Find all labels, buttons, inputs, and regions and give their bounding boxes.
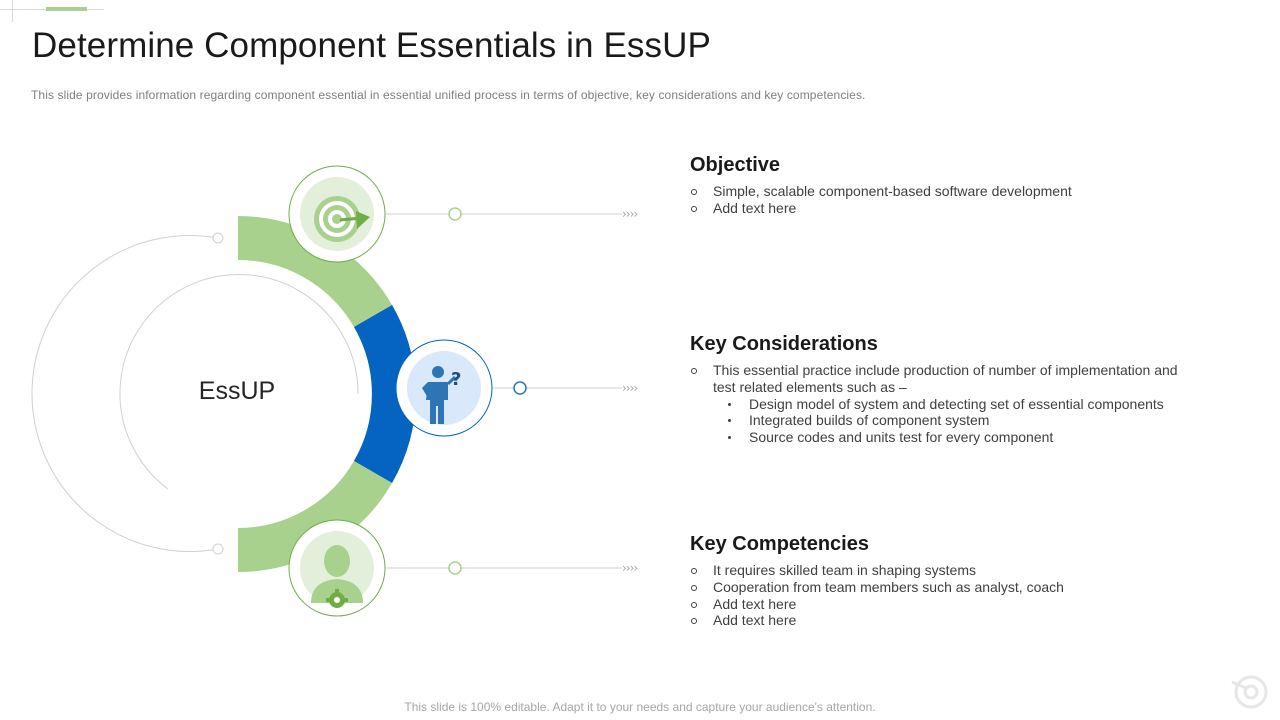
key-competencies-heading: Key Competencies [690,533,869,555]
ring-segment-objective [237,216,393,328]
objective-list: Simple, scalable component-based softwar… [690,183,1210,217]
list-item: This essential practice include producti… [690,362,1183,396]
slide-footer: This slide is 100% editable. Adapt it to… [404,700,876,714]
list-item: Cooperation from team members such as an… [690,579,1210,596]
list-item: Simple, scalable component-based softwar… [690,183,1210,200]
outer-thin-arc [31,235,219,552]
target-dart-icon [288,165,386,263]
connector-dot-objective [448,207,462,221]
key-competencies-section: Key Competencies It requires skilled tea… [690,533,1210,629]
list-item: Add text here [690,200,1210,217]
person-question-icon: ? [395,339,493,437]
sub-list-item: Integrated builds of component system [690,412,1210,429]
svg-text:?: ? [451,369,461,390]
connector-arrows-competencies: ›››› [622,561,637,575]
list-item: Add text here [690,596,1210,613]
sub-list-item: Design model of system and detecting set… [690,396,1210,413]
key-considerations-list: This essential practice include producti… [690,362,1210,396]
objective-section: Objective Simple, scalable component-bas… [690,154,1210,217]
corner-accent-bar [46,7,87,11]
watermark-logo-icon [1231,675,1268,709]
person-gear-icon [288,519,386,617]
connector-arrows-considerations: ›››› [622,381,637,395]
essup-center-label: EssUP [198,377,276,405]
slide-subtitle: This slide provides information regardin… [31,88,866,102]
connector-dot-considerations [513,381,527,395]
outer-arc-dot-bottom [212,543,224,555]
list-item: It requires skilled team in shaping syst… [690,562,1210,579]
outer-arc-dot-top [212,232,224,244]
key-considerations-section: Key Considerations This essential practi… [690,333,1210,446]
slide-title: Determine Component Essentials in EssUP [32,26,711,65]
connector-dot-competencies [448,561,462,575]
objective-heading: Objective [690,154,781,176]
ring-segment-considerations [353,305,416,483]
key-competencies-list: It requires skilled team in shaping syst… [690,562,1210,629]
sub-list-item: Source codes and units test for every co… [690,429,1210,446]
inner-thin-arc [119,274,359,490]
key-considerations-heading: Key Considerations [690,333,878,355]
connector-arrows-objective: ›››› [622,207,637,221]
corner-decoration-line [12,0,13,22]
key-considerations-sublist: Design model of system and detecting set… [690,396,1210,446]
list-item: Add text here [690,612,1210,629]
